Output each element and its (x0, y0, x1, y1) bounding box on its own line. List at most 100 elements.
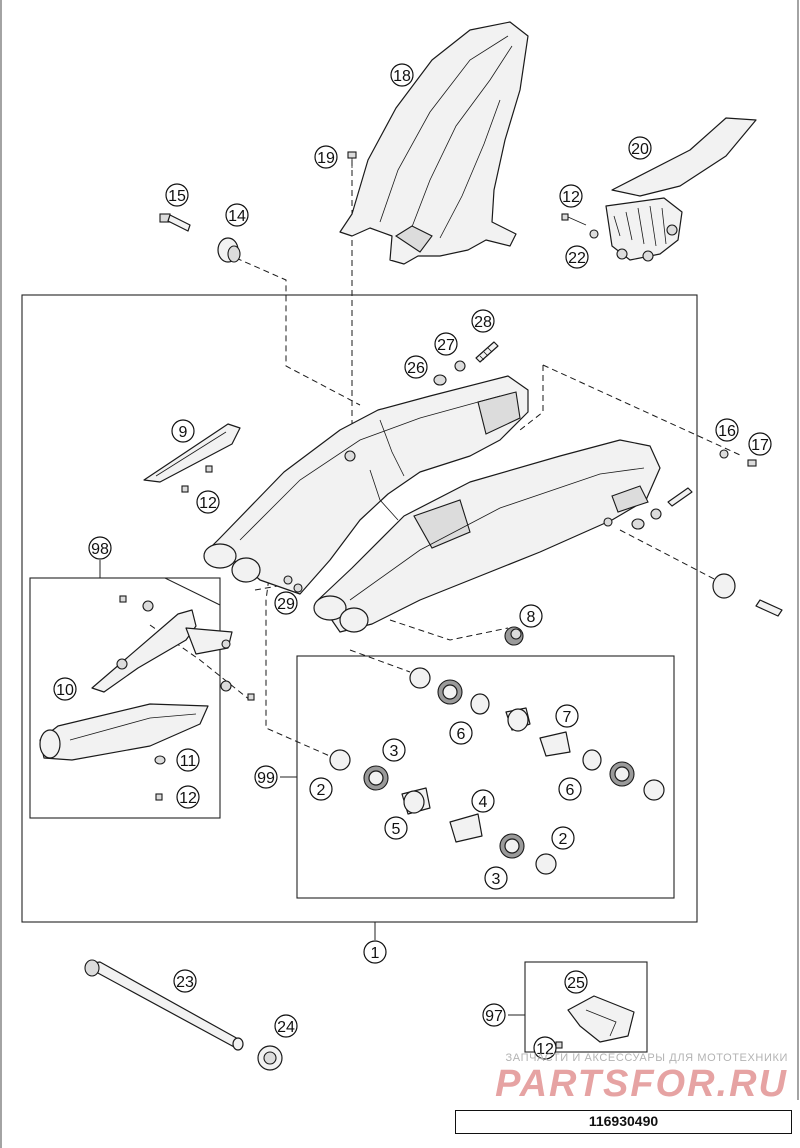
group-box-97 (524, 961, 648, 1053)
callout-18: 18 (390, 63, 414, 87)
washer-26-part (433, 374, 447, 386)
svg-text:28: 28 (474, 314, 492, 331)
callout-11: 11 (176, 748, 200, 772)
bolt-12d-part (555, 1041, 563, 1049)
callout-12a: 12 (559, 184, 583, 208)
watermark-text: ЗАПЧАСТИ И АКСЕССУАРЫ ДЛЯ МОТОТЕХНИКИ (505, 1052, 788, 1064)
fasteners-98-part (119, 595, 255, 801)
svg-text:97: 97 (485, 1008, 503, 1025)
rear-fender-part (339, 21, 529, 265)
svg-text:20: 20 (631, 141, 649, 158)
callout-12d: 12 (533, 1036, 557, 1060)
pivot-axle-part (84, 959, 244, 1051)
bolt-12a-part (561, 213, 587, 226)
callout-99: 99 (254, 765, 278, 789)
callout-24: 24 (274, 1014, 298, 1038)
svg-text:29: 29 (277, 596, 295, 613)
assembly-line-16a (519, 365, 544, 431)
callout-4: 4 (471, 789, 495, 813)
svg-text:2: 2 (559, 831, 568, 848)
svg-text:3: 3 (492, 871, 501, 888)
svg-text:9: 9 (179, 424, 188, 441)
bushing-bolt-right-part (712, 573, 783, 617)
callout-28: 28 (471, 309, 495, 333)
assembly-line-bearing-top (349, 649, 411, 673)
assembly-line-14 (235, 257, 361, 406)
svg-text:16: 16 (718, 423, 736, 440)
svg-text:99: 99 (257, 770, 275, 787)
svg-text:18: 18 (393, 68, 411, 85)
svg-text:11: 11 (180, 753, 197, 770)
callout-5: 5 (384, 816, 408, 840)
chain-guard-part (605, 117, 757, 262)
assembly-line-16b (542, 364, 741, 456)
bolt-17-part (747, 459, 757, 467)
callout-6b: 6 (558, 777, 582, 801)
callout-1: 1 (363, 940, 387, 964)
callout-8: 8 (519, 604, 543, 628)
chain-slider-part (143, 423, 241, 483)
callout-2a: 2 (309, 777, 333, 801)
lower-chain-guard-part (91, 609, 233, 693)
svg-text:3: 3 (390, 743, 399, 760)
nut-29-part (283, 575, 303, 593)
callout-27: 27 (434, 332, 458, 356)
svg-text:10: 10 (56, 682, 74, 699)
callout-7: 7 (555, 704, 579, 728)
svg-text:6: 6 (457, 726, 466, 743)
svg-text:2: 2 (317, 782, 326, 799)
callout-25: 25 (564, 970, 588, 994)
callout-29: 29 (274, 591, 298, 615)
callout-10: 10 (53, 677, 77, 701)
callout-97: 97 (482, 1003, 506, 1027)
bolt-15-part (159, 213, 191, 232)
washer-22-part (589, 229, 599, 239)
svg-text:98: 98 (91, 541, 109, 558)
document-number: 116930490 (455, 1110, 792, 1134)
svg-text:12: 12 (179, 790, 197, 807)
svg-text:26: 26 (407, 360, 425, 377)
watermark-logo: PARTSFOR.RU (495, 1063, 788, 1105)
svg-text:17: 17 (751, 437, 769, 454)
svg-text:25: 25 (567, 975, 585, 992)
bushing-14-part (217, 237, 241, 263)
cap-8-part (504, 626, 524, 646)
svg-text:1: 1 (371, 945, 380, 962)
callout-22: 22 (565, 245, 589, 269)
assembly-line-99 (265, 569, 333, 758)
callout-12c: 12 (176, 785, 200, 809)
svg-text:15: 15 (168, 188, 186, 205)
callout-20: 20 (628, 136, 652, 160)
callout-16: 16 (715, 418, 739, 442)
callout-98: 98 (88, 536, 112, 560)
assembly-line-15b (619, 529, 721, 583)
callout-6a: 6 (449, 721, 473, 745)
callout-15: 15 (165, 183, 189, 207)
watermark: ЗАПЧАСТИ И АКСЕССУАРЫ ДЛЯ МОТОТЕХНИКИ PA… (488, 1052, 788, 1104)
swingarm-part (203, 375, 661, 633)
bearing-set-upper-part (409, 667, 665, 801)
callout-12b: 12 (196, 490, 220, 514)
adjuster-right-part (631, 487, 693, 530)
group-box-1 (21, 294, 698, 923)
svg-text:12: 12 (536, 1041, 554, 1058)
axle-nut-part (257, 1045, 283, 1071)
callout-19: 19 (314, 145, 338, 169)
bolt-28-part (475, 341, 499, 363)
callout-26: 26 (404, 355, 428, 379)
bolt-19-part (347, 151, 357, 168)
svg-text:23: 23 (176, 974, 194, 991)
callout-3b: 3 (484, 866, 508, 890)
callout-17: 17 (748, 432, 772, 456)
svg-text:12: 12 (562, 189, 580, 206)
svg-text:24: 24 (277, 1019, 295, 1036)
callout-14: 14 (225, 203, 249, 227)
callout-23: 23 (173, 969, 197, 993)
callout-9: 9 (171, 419, 195, 443)
svg-text:14: 14 (228, 208, 246, 225)
chain-slider-10-part (39, 703, 209, 761)
svg-text:5: 5 (392, 821, 401, 838)
guard-25-part (567, 995, 635, 1043)
svg-text:6: 6 (566, 782, 575, 799)
group-box-98-notch (30, 577, 221, 606)
